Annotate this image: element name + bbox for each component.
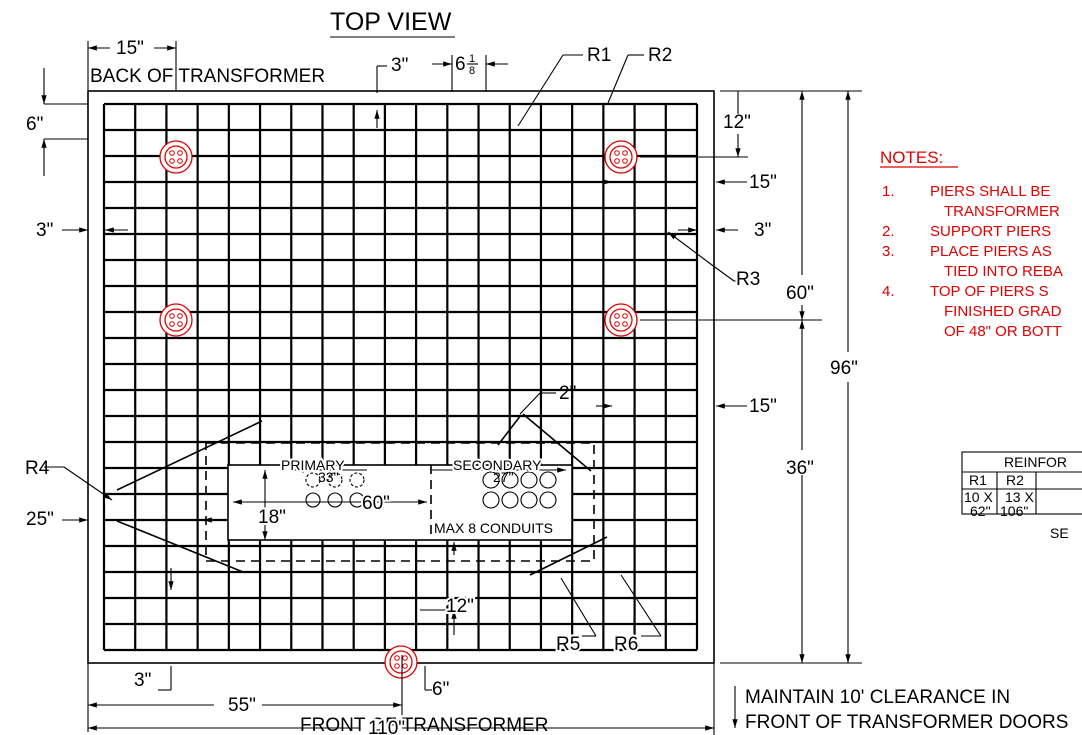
piers: [159, 140, 638, 679]
drawing-title: TOP VIEW: [330, 8, 452, 36]
secondary-conduits: [482, 471, 557, 509]
note-3-line-2: TIED INTO REBA: [944, 263, 1063, 280]
clearance-line-2: FRONT OF TRANSFORMER DOORS: [745, 712, 1068, 733]
pier: [159, 140, 193, 174]
pad-outline: [87, 90, 715, 664]
notes-block: NOTES: 1. PIERS SHALL BE TRANSFORMER 2. …: [880, 148, 1063, 340]
secondary-dim: 27": [493, 469, 514, 485]
dim-2: 2": [559, 383, 576, 404]
table-header-r2: R2: [1006, 472, 1024, 488]
dim-15-top: 15": [116, 38, 144, 59]
note-3-line-1: PLACE PIERS AS: [930, 243, 1052, 260]
table-title: REINFOR: [1004, 454, 1067, 470]
title-group: TOP VIEW: [330, 8, 455, 38]
dim-55-bottom: 55": [228, 695, 256, 716]
primary-dim: 33": [318, 469, 339, 485]
pier: [384, 645, 418, 679]
rebar-label-r3: R3: [736, 269, 760, 290]
dim-6-1-8-whole: 6: [455, 54, 466, 75]
table-cell-r2-line2: 106": [1000, 503, 1028, 519]
dim-60-right: 60": [786, 283, 814, 304]
dim-3-right: 3": [754, 220, 771, 241]
dim-3-bottom: 3": [134, 670, 151, 691]
dim-6-bottom: 6": [432, 679, 449, 700]
dim-18-window: 18": [258, 507, 286, 528]
max-conduits-label: MAX 8 CONDUITS: [434, 520, 553, 536]
notes-heading: NOTES:: [880, 148, 943, 167]
table-cell-r2-line1: 13 X: [1005, 489, 1034, 505]
dim-15-right-lower: 15": [749, 396, 777, 417]
dim-3-left: 3": [36, 220, 53, 241]
note-4-line-2: FINISHED GRAD: [944, 303, 1062, 320]
rebar-label-r1: R1: [587, 45, 611, 66]
note-1-line-2: TRANSFORMER: [944, 203, 1060, 220]
table-header-r1: R1: [969, 472, 987, 488]
clearance-line-1: MAINTAIN 10' CLEARANCE IN: [745, 687, 1010, 708]
table-cell-r1-line2: 62": [970, 503, 991, 519]
primary-label: PRIMARY: [281, 457, 345, 473]
dim-60-window: 60": [362, 493, 390, 514]
table-footer: SE: [1050, 525, 1069, 541]
pier: [159, 303, 193, 337]
note-1-line-1: PIERS SHALL BE: [930, 183, 1050, 200]
reinforcement-table: REINFOR R1 R2 10 X 13 X 62" 106" SE: [961, 451, 1082, 541]
front-of-transformer-label: FRONT OF TRANSFORMER: [300, 715, 548, 735]
note-4-num: 4.: [882, 283, 895, 300]
back-of-transformer-label: BACK OF TRANSFORMER: [90, 66, 325, 87]
table-cell-r1-line1: 10 X: [964, 489, 993, 505]
dim-12-right: 12": [723, 112, 751, 133]
dim-36-right: 36": [786, 458, 814, 479]
rebar-label-r6: R6: [614, 634, 638, 655]
note-1-num: 1.: [882, 183, 895, 200]
rebar-label-r5: R5: [556, 634, 580, 655]
dim-110-bottom: 110": [368, 718, 405, 735]
dim-3-top: 3": [391, 55, 408, 76]
pad: [87, 90, 715, 664]
secondary-label: SECONDARY: [453, 457, 542, 473]
note-4-line-1: TOP OF PIERS S: [930, 283, 1049, 300]
opening-trim-bars: [116, 413, 608, 576]
rebar-label-r2: R2: [648, 45, 672, 66]
dim-25-left: 25": [26, 509, 54, 530]
dim-96-right: 96": [830, 358, 858, 379]
note-2-line-1: SUPPORT PIERS: [930, 223, 1051, 240]
pier: [604, 303, 638, 337]
pier: [604, 140, 638, 174]
dim-15-right-upper: 15": [749, 172, 777, 193]
dim-6-left: 6": [26, 114, 43, 135]
dim-6-1-8-den: 8: [469, 65, 475, 77]
note-2-num: 2.: [882, 223, 895, 240]
note-3-num: 3.: [882, 243, 895, 260]
dim-12-bottom: 12": [446, 596, 474, 617]
dim-6-1-8-num: 1: [469, 53, 475, 65]
rebar-label-r4: R4: [25, 458, 50, 479]
note-4-line-3: OF 48" OR BOTT: [944, 323, 1062, 340]
conduit-window-dashed: [205, 442, 595, 562]
rebar-grid: [102, 102, 699, 652]
